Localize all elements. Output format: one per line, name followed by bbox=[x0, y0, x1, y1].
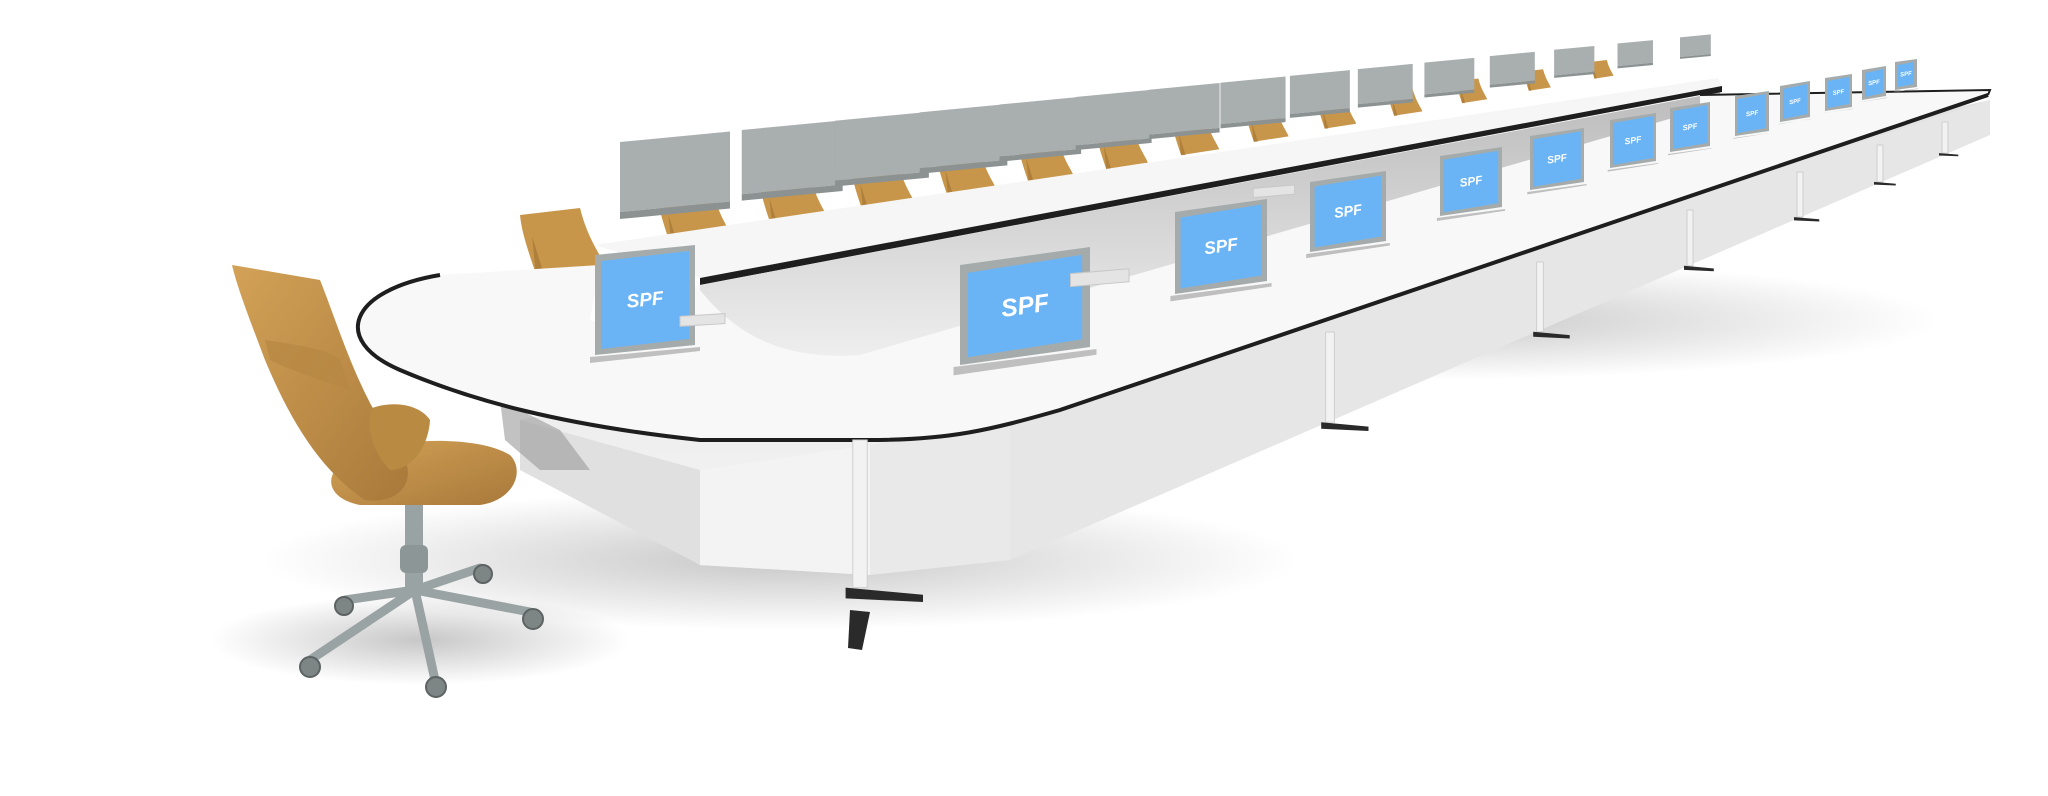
monitor-logo: SPF bbox=[1832, 89, 1845, 97]
monitor-back bbox=[1075, 89, 1152, 151]
near-row-monitors: SPF SPF SPF SPF SPF SPF SPF SPF SPF SPF SPF SPF SPF bbox=[590, 59, 1919, 376]
monitor-screen: SPF bbox=[1306, 171, 1390, 259]
monitor-screen: SPF bbox=[1860, 66, 1888, 102]
monitor-screen: SPF bbox=[1668, 102, 1712, 156]
monitor-logo: SPF bbox=[1868, 79, 1881, 87]
monitor-back bbox=[620, 131, 730, 219]
monitor-back bbox=[1554, 45, 1595, 78]
table-leg bbox=[1321, 331, 1369, 431]
monitor-back bbox=[834, 111, 929, 187]
monitor-back bbox=[1149, 83, 1220, 140]
monitor-screen: SPF bbox=[1733, 91, 1771, 139]
monitor-screen: SPF bbox=[1527, 128, 1587, 195]
monitor-back bbox=[1617, 40, 1653, 69]
monitor-back bbox=[999, 96, 1082, 162]
far-row-monitors bbox=[620, 34, 1711, 219]
monitor-back bbox=[919, 104, 1008, 174]
table-legs bbox=[845, 121, 1959, 650]
monitor-back bbox=[1489, 51, 1535, 88]
monitor-logo: SPF bbox=[1682, 121, 1698, 132]
back-chair bbox=[520, 208, 604, 275]
table-leg bbox=[1794, 171, 1820, 222]
monitor-logo: SPF bbox=[1745, 110, 1759, 119]
chair-backrest bbox=[232, 265, 408, 501]
monitor-back bbox=[1424, 57, 1475, 98]
cable-port-cover bbox=[679, 313, 726, 327]
monitor-screen: SPF bbox=[1436, 147, 1506, 221]
table-foot bbox=[848, 610, 870, 650]
monitor-back bbox=[1289, 70, 1350, 118]
monitor-logo: SPF bbox=[1203, 234, 1241, 259]
monitor-logo: SPF bbox=[999, 290, 1051, 323]
monitor-screen: SPF bbox=[1170, 184, 1296, 302]
cable-port-cover bbox=[1070, 268, 1130, 288]
front-office-chair bbox=[232, 265, 544, 698]
monitor-screen: SPF bbox=[953, 247, 1130, 376]
monitor-logo: SPF bbox=[1459, 174, 1484, 190]
monitor-back bbox=[741, 120, 843, 201]
monitor-screen: SPF bbox=[1893, 59, 1919, 92]
cable-port-cover bbox=[1252, 184, 1296, 199]
monitor-back bbox=[1357, 63, 1413, 108]
monitor-screen: SPF bbox=[590, 245, 726, 363]
table-leg bbox=[1874, 144, 1896, 186]
monitor-screen: SPF bbox=[1607, 113, 1659, 172]
table-leg bbox=[1939, 121, 1959, 157]
monitor-screen: SPF bbox=[1823, 74, 1854, 114]
table-leg bbox=[845, 439, 923, 602]
monitor-logo: SPF bbox=[1900, 71, 1913, 79]
monitor-back bbox=[1220, 76, 1286, 129]
monitor-back bbox=[1680, 34, 1711, 59]
monitor-logo: SPF bbox=[626, 288, 666, 313]
monitor-logo: SPF bbox=[1333, 202, 1364, 222]
monitor-logo: SPF bbox=[1789, 98, 1802, 106]
monitor-logo: SPF bbox=[1546, 153, 1568, 167]
chair-casters bbox=[299, 564, 544, 698]
monitor-logo: SPF bbox=[1624, 134, 1643, 147]
monitor-screen: SPF bbox=[1778, 81, 1812, 125]
chair-base bbox=[305, 563, 535, 685]
table-leg bbox=[1533, 261, 1570, 339]
table-leg bbox=[1684, 209, 1714, 272]
